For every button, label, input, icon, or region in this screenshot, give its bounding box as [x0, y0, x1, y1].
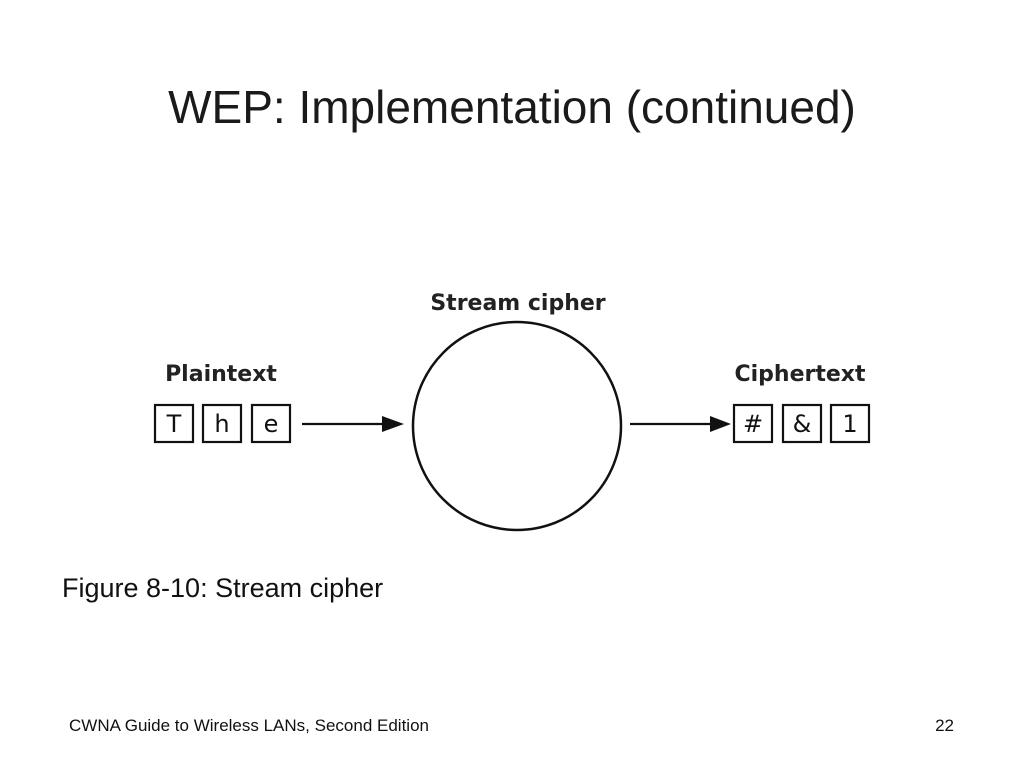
ciphertext-char-3: 1	[829, 403, 871, 444]
plaintext-char-3: e	[250, 403, 292, 444]
ciphertext-char-2-text: &	[793, 410, 812, 438]
plaintext-char-2-text: h	[214, 410, 229, 438]
input-arrow	[302, 416, 404, 432]
plaintext-char-1-text: T	[166, 410, 182, 438]
plaintext-label: Plaintext	[165, 362, 277, 387]
ciphertext-char-2: &	[781, 403, 823, 444]
stream-cipher-circle	[411, 320, 623, 532]
plaintext-char-2: h	[201, 403, 243, 444]
ciphertext-char-1: #	[732, 403, 774, 444]
figure-caption: Figure 8-10: Stream cipher	[62, 573, 384, 603]
ciphertext-char-3-text: 1	[842, 410, 857, 438]
page-number: 22	[935, 716, 954, 735]
plaintext-char-3-text: e	[264, 410, 279, 438]
stream-cipher-label: Stream cipher	[430, 291, 605, 316]
plaintext-char-1: T	[153, 403, 195, 444]
output-arrow	[630, 416, 731, 432]
footer-book-title: CWNA Guide to Wireless LANs, Second Edit…	[69, 716, 429, 735]
ciphertext-label: Ciphertext	[734, 362, 865, 387]
ciphertext-char-1-text: #	[743, 410, 763, 438]
slide-title: WEP: Implementation (continued)	[168, 81, 856, 133]
